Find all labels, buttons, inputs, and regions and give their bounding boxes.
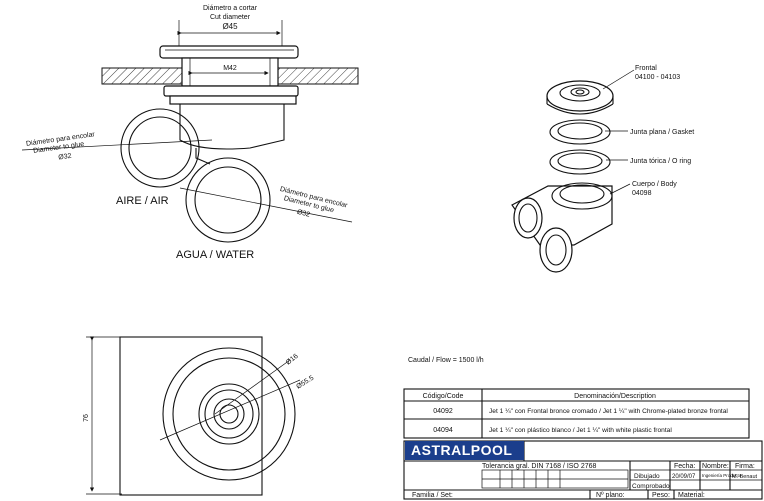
material-label: Material: bbox=[678, 492, 705, 499]
cut-label-es: Diámetro a cortar bbox=[203, 5, 258, 12]
water-label: AGUA / WATER bbox=[176, 249, 254, 261]
row-desc: Jet 1 ¼" con plástico blanco / Jet 1 ¼" … bbox=[489, 427, 672, 434]
dept-value: Ingeniería Producto bbox=[702, 473, 742, 478]
dibujado-label: Dibujado bbox=[634, 473, 660, 480]
oring-label: Junta tórica / O ring bbox=[630, 158, 691, 165]
parts-table: Código/Code Denominación/Description 040… bbox=[403, 388, 750, 439]
gasket-label: Junta plana / Gasket bbox=[630, 129, 694, 136]
fecha-label: Fecha: bbox=[674, 463, 695, 470]
firma-label: Firma: bbox=[735, 463, 755, 470]
glue-value-2: Ø32 bbox=[296, 209, 311, 219]
header-code: Código/Code bbox=[423, 393, 464, 400]
height-dim: 76 bbox=[83, 414, 90, 422]
peso-label: Peso: bbox=[652, 492, 670, 499]
frontal-codes: 04100 - 04103 bbox=[635, 74, 680, 81]
astralpool-logo: ASTRALPOOL bbox=[405, 441, 524, 460]
header-desc: Denominación/Description bbox=[574, 393, 656, 400]
date-value: 20/09/07 bbox=[672, 474, 696, 480]
row-desc: Jet 1 ¼" con Frontal bronce cromado / Je… bbox=[489, 408, 728, 415]
tolerance-text: Tolerancia gral. DIN 7168 / ISO 2768 bbox=[482, 463, 597, 470]
body-label: Cuerpo / Body bbox=[632, 181, 677, 188]
frontal-label: Frontal bbox=[635, 65, 657, 72]
thread-label: M42 bbox=[223, 65, 237, 72]
exploded-view: Frontal 04100 - 04103 Junta plana / Gask… bbox=[511, 65, 694, 273]
air-label: AIRE / AIR bbox=[116, 195, 169, 207]
front-view: 76 Ø16 Ø55.5 bbox=[83, 336, 315, 496]
nombre-label: Nombre: bbox=[702, 463, 729, 470]
cut-label-en: Cut diameter bbox=[210, 14, 251, 21]
flow-note: Caudal / Flow = 1500 l/h bbox=[408, 357, 484, 364]
row-code: 04092 bbox=[433, 408, 453, 415]
drawer-value: M. Benaut bbox=[732, 474, 758, 480]
title-block: Tolerancia gral. DIN 7168 / ISO 2768 Fec… bbox=[403, 440, 763, 500]
glue-value-1: Ø32 bbox=[58, 153, 72, 162]
body-code: 04098 bbox=[632, 190, 652, 197]
small-diameter: Ø16 bbox=[285, 353, 300, 367]
cut-value: Ø45 bbox=[222, 22, 238, 31]
comprobado-label: Comprobado bbox=[632, 483, 670, 490]
row-code: 04094 bbox=[433, 427, 453, 434]
large-diameter: Ø55.5 bbox=[295, 375, 315, 391]
plano-label: Nº plano: bbox=[596, 492, 625, 499]
familia-label: Familia / Set: bbox=[412, 492, 453, 499]
section-view: Diámetro a cortar Cut diameter Ø45 M42 D… bbox=[21, 5, 359, 261]
